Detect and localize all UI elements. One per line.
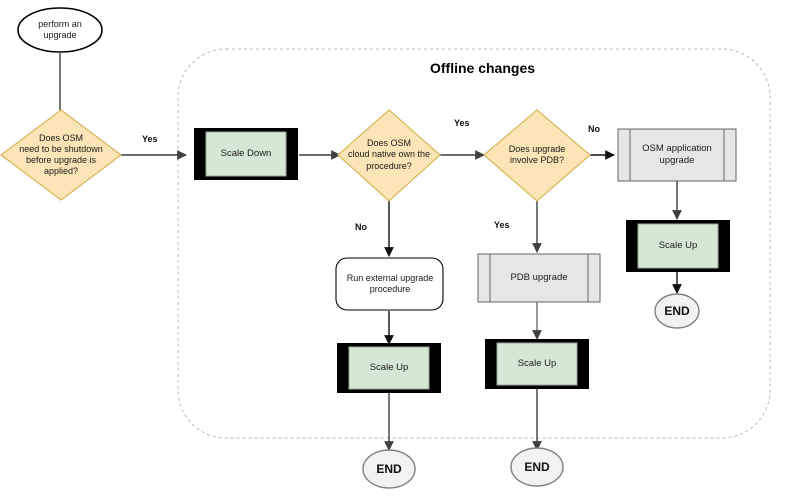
node-end-right[interactable] — [654, 293, 700, 329]
offline-changes-group-boundary — [177, 48, 771, 439]
node-scale-down[interactable] — [194, 128, 298, 180]
node-end-mid[interactable] — [510, 447, 564, 487]
node-run-external[interactable] — [335, 257, 444, 311]
node-decision-cloud[interactable] — [337, 109, 441, 202]
node-decision-pdb[interactable] — [483, 109, 591, 202]
node-scale-up-right[interactable] — [626, 220, 730, 272]
node-osm-app-upgrade[interactable] — [617, 128, 737, 182]
offline-changes-group-title: Offline changes — [430, 60, 536, 76]
node-scale-up-mid[interactable] — [485, 339, 589, 389]
node-scale-up-left[interactable] — [337, 343, 441, 393]
node-pdb-upgrade[interactable] — [477, 253, 601, 303]
node-decision-shutdown[interactable] — [0, 109, 122, 201]
edge-label-yes-cloud: Yes — [454, 118, 470, 128]
edge-label-no-cloud: No — [355, 222, 367, 232]
node-end-left[interactable] — [362, 449, 416, 489]
node-start[interactable] — [17, 7, 103, 53]
edge-label-yes-pdb: Yes — [494, 220, 510, 230]
edge-label-yes-shutdown: Yes — [142, 134, 158, 144]
edge-label-no-pdb: No — [588, 124, 600, 134]
